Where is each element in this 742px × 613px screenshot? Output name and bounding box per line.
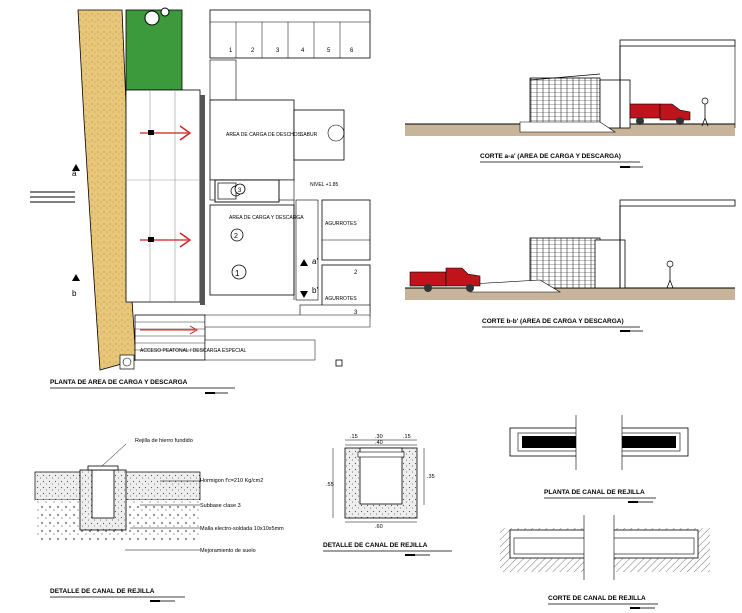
person-icon (701, 97, 709, 127)
plan-drawing (30, 7, 371, 371)
dim-bottom: .60 (375, 524, 383, 530)
section-marker-a: a (72, 169, 77, 178)
dim-mid: .40 (375, 440, 383, 446)
circle-marker (234, 183, 246, 195)
dim-top: .15 (403, 434, 411, 440)
canal-plan-drawing (509, 415, 689, 470)
zone-lower-label: AREA DE CARGA Y DESCARGA (229, 215, 304, 221)
canal-detail-drawing (34, 443, 201, 551)
circle-1-label: 1 (235, 269, 240, 278)
top-number: 4 (301, 48, 305, 54)
canal-dims-title: DETALLE DE CANAL DE REJILLA (323, 542, 428, 549)
zone-upper-label: AREA DE CARGA DE DESCHOS (226, 132, 302, 138)
circle-marker (231, 264, 247, 280)
rejilla-label: Rejilla de hierro fundido (135, 438, 193, 444)
section-marker-b2: b' (312, 286, 318, 295)
plan-title: PLANTA DE AREA DE CARGA Y DESCARGA (50, 379, 188, 386)
nivel-label: NIVEL +1.85 (310, 182, 339, 188)
hormigon-label: Hormigon f'c=210 Kg/cm2 (200, 478, 263, 484)
canal-plan-title: PLANTA DE CANAL DE REJILLA (544, 489, 645, 496)
loading-lanes (125, 89, 201, 303)
circle-3-label: 3 (238, 188, 242, 194)
truck-icon (409, 267, 481, 292)
canal-detail-title: DETALLE DE CANAL DE REJILLA (50, 588, 155, 595)
mejoramiento-label: Mejoramiento de suelo (200, 548, 256, 554)
dim-right: .35 (427, 474, 435, 480)
section-aa-title: CORTE a-a' (AREA DE CARGA Y DESCARGA) (480, 153, 621, 160)
canal-section-title: CORTE DE CANAL DE REJILLA (548, 595, 646, 602)
top-number: 5 (327, 48, 331, 54)
tree-icon (144, 10, 160, 26)
person-icon (666, 260, 674, 289)
canal-dims-drawing (332, 439, 425, 523)
aguirres-upper-label: AGURROTES (325, 221, 357, 227)
sabur-label: SABUR (300, 132, 318, 138)
dim-left: .55 (326, 482, 334, 488)
section-bb-title: CORTE b-b' (AREA DE CARGA Y DESCARGA) (482, 318, 624, 325)
canal-section-drawing (500, 515, 710, 580)
malla-label: Malla electro-soldada 10x10x5mm (200, 526, 284, 532)
top-numbers: 1 2 3 4 5 6 (229, 48, 354, 54)
dim-top: .30 (375, 434, 383, 440)
circle-marker (230, 228, 244, 242)
dim-top: .15 (350, 434, 358, 440)
side-number: 2 (354, 270, 358, 276)
section-marker-b: b (72, 289, 77, 298)
top-number: 1 (229, 48, 233, 54)
section-marker-a2: a' (312, 257, 318, 266)
aguirres-lower-label: AGURROTES (325, 296, 357, 302)
circle-2-label: 2 (234, 233, 238, 240)
truck-icon (629, 103, 691, 125)
subbase-label: Subbase clase 3 (200, 503, 241, 509)
acceso-label: ACCESO PEATONAL / DESCARGA ESPECIAL (140, 348, 247, 354)
top-number: 2 (251, 48, 255, 54)
section-bb-drawing (405, 199, 736, 300)
section-aa-drawing (405, 39, 736, 136)
top-number: 3 (276, 48, 280, 54)
top-number: 6 (350, 48, 354, 54)
side-number: 3 (354, 310, 358, 316)
